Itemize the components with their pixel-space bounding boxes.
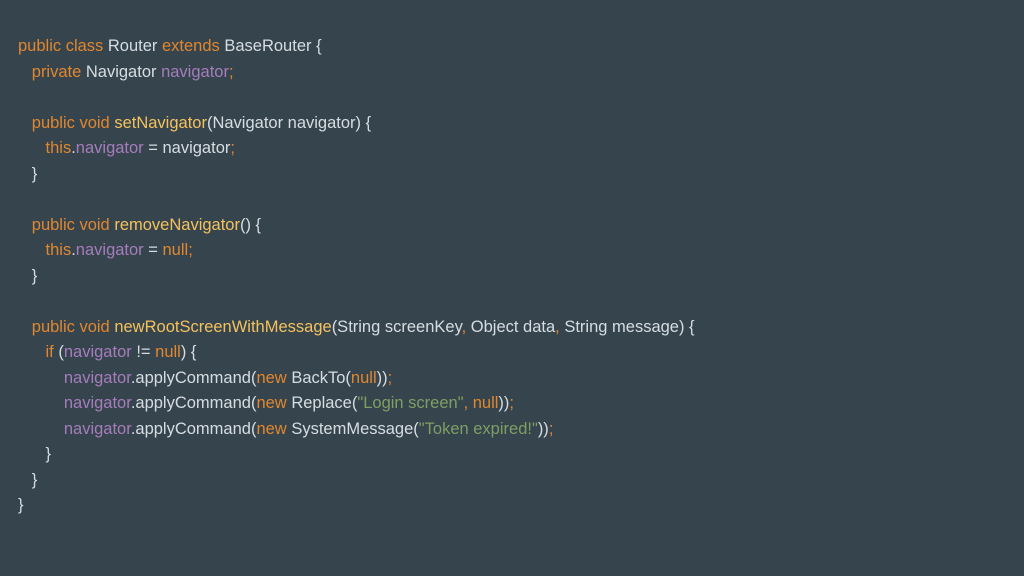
code-token: navigator [63,343,137,361]
code-token: new [256,368,292,387]
code-token: (Navigator navigator) { [206,113,372,132]
code-token: ; [228,62,234,81]
code-token: extends [161,37,225,55]
code-token: = navigator [148,139,231,157]
code-token [18,241,46,259]
code-line: } [18,468,695,494]
code-token: != [136,343,156,361]
code-token: newRootScreenWithMessage [114,317,332,336]
code-token: null [162,241,189,259]
code-token: Replace( [291,394,358,412]
code-token: , [461,317,471,336]
code-token: . [71,241,76,259]
code-token: )) [537,419,549,438]
code-token: )) [498,394,510,412]
code-line: public void newRootScreenWithMessage(Str… [18,315,695,341]
code-token: null [350,368,377,387]
code-token [18,394,64,412]
code-token: navigator [75,241,149,259]
code-token: (String screenKey [331,317,462,336]
code-token: public void [31,215,115,234]
code-token [18,318,32,336]
code-token: SystemMessage( [291,419,419,438]
code-token: } [18,266,38,285]
code-line: navigator.applyCommand(new Replace("Logi… [18,391,695,417]
code-token: Object data [470,317,556,336]
code-token [18,369,64,387]
code-token [18,216,32,234]
code-line: public void removeNavigator() { [18,213,695,239]
code-token: this [45,139,72,157]
code-token: BaseRouter { [224,37,322,55]
code-token: .applyCommand( [130,394,257,412]
code-token [18,139,46,157]
code-line: public void setNavigator(Navigator navig… [18,111,695,137]
code-token: navigator [75,139,149,157]
code-token: } [18,164,38,183]
code-token: "Token expired!" [418,419,538,438]
code-token: () { [239,215,262,234]
code-token: null [472,394,499,412]
code-token: )) [376,368,388,387]
code-token: new [256,394,292,412]
code-token: "Login screen" [357,394,464,412]
code-token: removeNavigator [114,215,240,234]
code-token: .applyCommand( [130,368,257,387]
code-token: private [31,62,86,81]
code-token: navigator [161,62,229,81]
code-token [18,63,32,81]
code-token: ; [230,139,235,157]
code-line: navigator.applyCommand(new SystemMessage… [18,417,695,443]
code-token: navigator [63,368,131,387]
code-token [18,343,46,361]
code-token: ; [548,419,554,438]
code-block: public class Router extends BaseRouter {… [18,34,695,519]
code-token: navigator [63,394,131,412]
code-token: public void [31,113,115,132]
code-line: } [18,442,695,468]
code-token: ; [188,241,193,259]
code-token: ; [509,394,515,412]
code-line: if (navigator != null) { [18,340,695,366]
code-token [18,420,64,438]
code-token [18,114,32,132]
code-line: navigator.applyCommand(new BackTo(null))… [18,366,695,392]
code-token: this [45,241,72,259]
code-line: } [18,162,695,188]
code-token: } [18,496,24,514]
code-token: BackTo( [291,368,351,387]
code-token: Router [107,37,162,55]
code-line: } [18,493,695,519]
code-token: new [256,419,292,438]
code-token: . [71,139,76,157]
code-line: this.navigator = null; [18,238,695,264]
code-token: .applyCommand( [130,419,257,438]
code-line [18,85,695,111]
code-token: , [555,317,565,336]
code-token: ) { [180,343,197,361]
code-token: String message) { [564,317,695,336]
code-line: this.navigator = navigator; [18,136,695,162]
code-token: public void [31,317,115,336]
code-token: if [45,343,59,361]
code-token: setNavigator [114,113,207,132]
code-token: public class [18,37,108,55]
code-line: } [18,264,695,290]
code-token: , [463,394,473,412]
code-token: = [148,241,163,259]
code-line [18,187,695,213]
code-token: navigator [63,419,131,438]
code-line [18,289,695,315]
code-token: null [155,343,181,361]
code-token: ; [387,368,393,387]
code-line: private Navigator navigator; [18,60,695,86]
code-token: ( [58,343,64,361]
code-token: } [18,470,38,489]
code-token: Navigator [85,62,162,81]
code-token: } [18,445,52,463]
code-line: public class Router extends BaseRouter { [18,34,695,60]
